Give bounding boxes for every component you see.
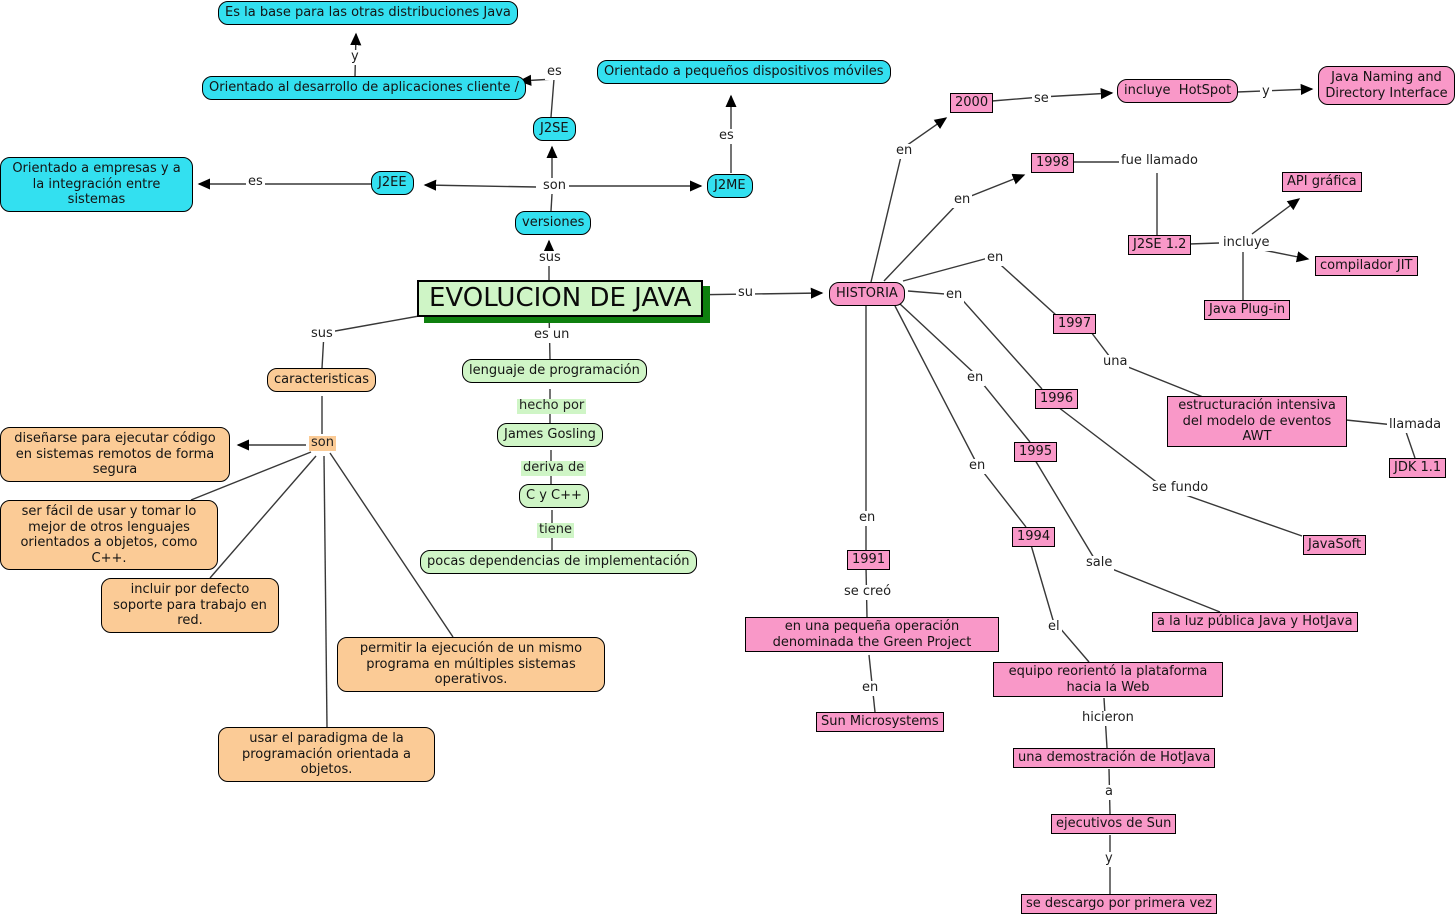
node-orientado-empresas[interactable]: Orientado a empresas y a la integración …	[0, 157, 193, 212]
node-j2se-12[interactable]: J2SE 1.2	[1128, 235, 1192, 255]
node-compilador-jit[interactable]: compilador JIT	[1315, 256, 1418, 276]
link-label-hecho-por[interactable]: hecho por	[517, 398, 587, 414]
link-label-es-j2me[interactable]: es	[717, 128, 736, 144]
link-label-en-1996[interactable]: en	[944, 287, 965, 303]
node-lenguaje[interactable]: lenguaje de programación	[462, 359, 647, 383]
node-a-la-luz[interactable]: a la luz pública Java y HotJava	[1152, 612, 1358, 632]
node-evolucion-de-java[interactable]: EVOLUCION DE JAVA	[417, 280, 704, 318]
link-label-sale[interactable]: sale	[1084, 555, 1115, 571]
node-year-1997[interactable]: 1997	[1053, 314, 1097, 334]
edge-j2se12-incluye	[1188, 242, 1220, 245]
link-label-sus-left[interactable]: sus	[309, 326, 335, 342]
node-javasoft[interactable]: JavaSoft	[1303, 535, 1367, 555]
node-green-project[interactable]: en una pequeña operación denominada the …	[745, 617, 999, 653]
node-j2me[interactable]: J2ME	[707, 174, 753, 198]
link-label-y-hotspot[interactable]: y	[1260, 84, 1272, 100]
link-label-en-1998[interactable]: en	[952, 192, 973, 208]
link-label-en-1994[interactable]: en	[967, 458, 988, 474]
edge-historia-1994	[894, 305, 1027, 528]
node-api-grafica[interactable]: API gráfica	[1282, 172, 1362, 192]
link-label-incluye[interactable]: incluye	[1221, 235, 1272, 251]
link-label-en-sun[interactable]: en	[860, 680, 881, 696]
link-label-es-j2ee[interactable]: es	[246, 174, 265, 190]
link-label-y-top[interactable]: y	[349, 49, 361, 65]
link-label-se-creo[interactable]: se creó	[842, 584, 894, 600]
node-usar-paradigma[interactable]: usar el paradigma de la programación ori…	[218, 727, 435, 782]
node-java-plugin[interactable]: Java Plug-in	[1204, 300, 1291, 320]
node-estructuracion[interactable]: estructuración intensiva del modelo de e…	[1167, 396, 1347, 447]
node-j2se[interactable]: J2SE	[533, 117, 576, 141]
edge-historia-1997	[902, 256, 1057, 316]
node-ser-facil[interactable]: ser fácil de usar y tomar lo mejor de ot…	[0, 500, 218, 571]
node-jdk-11[interactable]: JDK 1.1	[1389, 458, 1447, 478]
node-jndi[interactable]: Java Naming and Directory Interface	[1318, 66, 1455, 106]
node-ejecutivos[interactable]: ejecutivos de Sun	[1051, 814, 1177, 834]
link-label-se-fundo[interactable]: se fundo	[1150, 480, 1211, 496]
node-year-2000[interactable]: 2000	[950, 93, 994, 113]
link-label-en-1995[interactable]: en	[965, 370, 986, 386]
node-orientado-moviles[interactable]: Orientado a pequeños dispositivos móvile…	[597, 60, 891, 84]
edge-versiones-son	[550, 193, 553, 212]
node-year-1996[interactable]: 1996	[1035, 389, 1079, 409]
node-base-distribuciones[interactable]: Es la base para las otras distribuciones…	[218, 1, 518, 25]
edge-son-permitir	[329, 452, 454, 638]
node-year-1991[interactable]: 1991	[847, 550, 891, 570]
link-label-sus-top[interactable]: sus	[537, 250, 563, 266]
link-label-hicieron[interactable]: hicieron	[1080, 710, 1136, 726]
edge-incluye-api	[1251, 198, 1301, 235]
node-incluye-hotspot[interactable]: incluye HotSpot	[1117, 79, 1239, 103]
link-label-su[interactable]: su	[736, 285, 756, 301]
node-incluir-soporte[interactable]: incluir por defecto soporte para trabajo…	[101, 578, 279, 633]
node-versiones[interactable]: versiones	[515, 211, 592, 235]
edge-son-j2ee	[423, 179, 537, 191]
link-label-una[interactable]: una	[1101, 354, 1130, 370]
link-label-a[interactable]: a	[1103, 784, 1115, 800]
node-james-gosling[interactable]: James Gosling	[497, 423, 603, 447]
node-equipo-reoriento[interactable]: equipo reorientó la plataforma hacia la …	[993, 662, 1223, 698]
node-pocas-dependencias[interactable]: pocas dependencias de implementación	[420, 550, 697, 574]
node-year-1995[interactable]: 1995	[1014, 442, 1058, 462]
link-label-son-top[interactable]: son	[541, 178, 568, 194]
node-year-1998[interactable]: 1998	[1031, 153, 1075, 173]
link-label-tiene[interactable]: tiene	[537, 522, 574, 538]
node-caracteristicas[interactable]: caracteristicas	[267, 368, 376, 392]
node-disenarse[interactable]: diseñarse para ejecutar código en sistem…	[0, 427, 230, 482]
link-label-en-1997[interactable]: en	[985, 250, 1006, 266]
edge-title-caracteristicas	[321, 312, 437, 369]
link-label-en-2000[interactable]: en	[894, 143, 915, 159]
link-label-es-j2se[interactable]: es	[545, 64, 564, 80]
link-label-se-2000[interactable]: se	[1032, 91, 1051, 107]
edge-son-incluir	[209, 455, 317, 579]
node-orientado-cliente[interactable]: Orientado al desarrollo de aplicaciones …	[202, 76, 526, 100]
link-label-deriva-de[interactable]: deriva de	[521, 460, 587, 476]
node-permitir-ejecucion[interactable]: permitir la ejecución de un mismo progra…	[337, 637, 605, 692]
node-demostracion[interactable]: una demostración de HotJava	[1013, 748, 1216, 768]
node-sun-microsystems[interactable]: Sun Microsystems	[816, 712, 944, 732]
link-label-llamada[interactable]: llamada	[1387, 417, 1444, 433]
node-year-1994[interactable]: 1994	[1012, 527, 1056, 547]
edge-1994-equipo	[1030, 544, 1090, 663]
link-label-y-ejecutivos[interactable]: y	[1103, 851, 1115, 867]
edge-son-usar	[323, 455, 328, 728]
link-label-son-left[interactable]: son	[309, 435, 336, 451]
node-c-y-cpp[interactable]: C y C++	[519, 484, 589, 508]
edge-2000-hotspot	[991, 88, 1114, 102]
node-historia[interactable]: HISTORIA	[829, 282, 905, 306]
edge-hotspot-jndi	[1236, 83, 1314, 96]
link-label-fue-llamado[interactable]: fue llamado	[1119, 153, 1200, 169]
link-label-el[interactable]: el	[1046, 619, 1062, 635]
link-label-es-un[interactable]: es un	[532, 327, 572, 343]
link-label-en-1991[interactable]: en	[857, 510, 878, 526]
node-j2ee[interactable]: J2EE	[371, 171, 414, 195]
edge-son-serfacil	[190, 451, 312, 501]
node-descargo[interactable]: se descargo por primera vez	[1021, 894, 1218, 914]
